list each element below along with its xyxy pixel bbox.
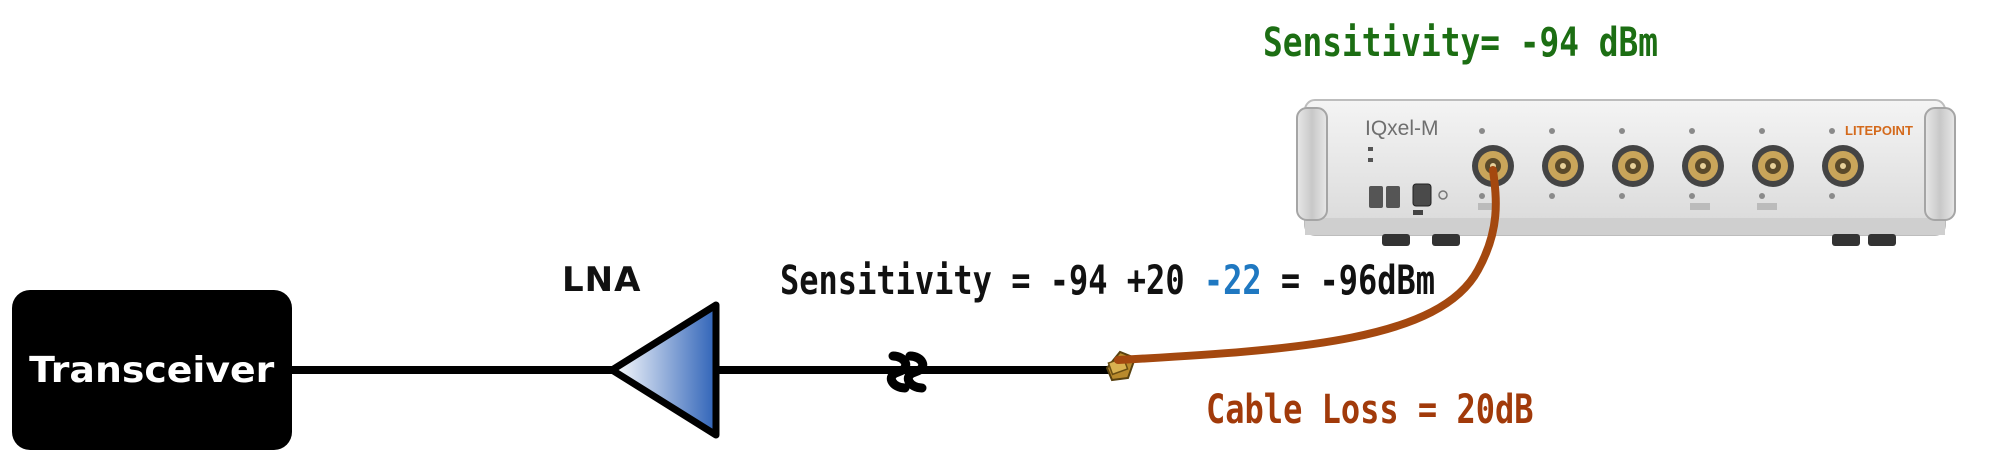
- lna-label: LNA: [562, 260, 642, 300]
- iqxel-instrument: IQxel-M LITEPOINT: [1296, 99, 1956, 246]
- rf-cable: [1114, 166, 1500, 364]
- cable-loss-label: Cable Loss = 20dB: [1206, 387, 1534, 433]
- left-handle: [1296, 107, 1328, 221]
- lna-amplifier-icon: [608, 301, 720, 439]
- right-handle: [1924, 107, 1956, 221]
- sensitivity-equation-part2: = -96dBm: [1261, 258, 1436, 304]
- transceiver-block: Transceiver: [12, 290, 292, 450]
- line-break-icon: [886, 351, 928, 393]
- instrument-model: IQxel-M: [1365, 117, 1439, 140]
- sensitivity-equation: Sensitivity = -94 +20 -22 = -96dBm: [780, 258, 1435, 304]
- sensitivity-top-label: Sensitivity= -94 dBm: [1263, 20, 1658, 66]
- rf-ports: [1472, 128, 1864, 210]
- sensitivity-equation-part1: Sensitivity = -94 +20: [780, 258, 1204, 304]
- transceiver-label: Transceiver: [29, 349, 275, 391]
- sensitivity-equation-loss: -22: [1203, 258, 1262, 304]
- instrument-brand: LITEPOINT: [1845, 123, 1913, 138]
